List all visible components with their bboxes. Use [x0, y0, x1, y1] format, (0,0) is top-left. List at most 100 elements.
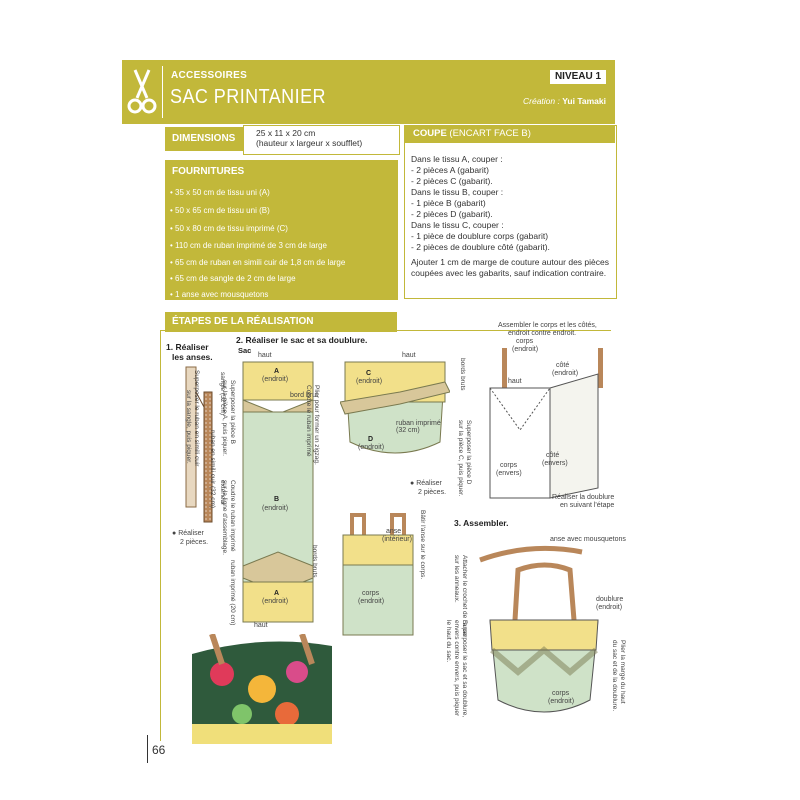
credit-prefix: Création : [523, 96, 563, 106]
label-endroit-b: (endroit) [262, 505, 289, 512]
coupe-line: Dans le tissu B, couper : [411, 187, 504, 197]
header-divider [162, 66, 163, 118]
coudre-ruban-label: Coudre le ruban imprimé [229, 480, 236, 552]
label-doublure: doublure [596, 596, 624, 603]
fourniture-item: • 50 x 80 cm de tissu imprimé (C) [170, 224, 288, 233]
fourniture-item: • 35 x 50 cm de tissu uni (A) [170, 188, 270, 197]
label-anse: anse [386, 528, 402, 535]
label-haut-c: haut [402, 352, 416, 359]
label-endroit-doublure: (endroit) [596, 604, 623, 611]
coupe-line: Ajouter 1 cm de marge de couture autour … [411, 257, 609, 267]
bag-photo [192, 634, 332, 744]
corps-anse-illustration [342, 513, 414, 636]
page-number-rule [147, 735, 148, 763]
label-haut: haut [258, 352, 272, 359]
label-piece-a: A [274, 368, 280, 375]
level-badge: NIVEAU 1 [550, 70, 606, 84]
assembled-box-illustration [489, 348, 603, 499]
du-sac-label: du sac et de la doublure. [611, 640, 618, 712]
realiser-2-a: ● Réaliser [172, 530, 204, 537]
step1-title-a: 1. Réaliser [166, 342, 209, 352]
ruban-simili-label: ruban en simili cuir (32 cm) [209, 430, 216, 509]
fourniture-item: • 50 x 65 cm de tissu uni (B) [170, 206, 270, 215]
pieces-cd-illustration [340, 361, 450, 454]
bag-panel-illustration [242, 361, 314, 623]
coupe-line: - 2 pièces A (gabarit) [411, 165, 489, 175]
strap-illustration [185, 366, 213, 523]
bords-bruts-label: bords bruts [311, 545, 318, 578]
final-bag-illustration [479, 545, 599, 713]
label-ruban-32: ruban imprimé(32 cm) [396, 420, 441, 434]
en-suivant-label: en suivant l'étape [560, 502, 615, 509]
assembler-corps-label: Assembler le corps et les côtés, [498, 322, 597, 329]
label-envers-cote: (envers) [542, 460, 568, 467]
sur-anneaux-label: sur les anneaux. [453, 555, 460, 603]
label-endroit-a2: (endroit) [262, 598, 289, 605]
fournitures-box [165, 160, 398, 300]
label-corps-envers: corps [500, 462, 518, 469]
realiser-2-a-text: Réaliser [178, 530, 204, 537]
label-haut-bottom: haut [254, 622, 268, 629]
header-bar [122, 60, 615, 124]
coupe-line: Dans le tissu C, couper : [411, 220, 504, 230]
ruban-20-label: ruban imprimé (20 cm) [229, 560, 236, 626]
label-haut-box: haut [508, 378, 522, 385]
anse-mousquetons-label: anse avec mousquetons [550, 536, 626, 543]
label-endroit-corps: (endroit) [358, 598, 385, 605]
realiser-2-b: 2 pièces. [180, 539, 209, 546]
coupe-line: Dans le tissu A, couper : [411, 154, 503, 164]
dimensions-line2: (hauteur x largeur x soufflet) [256, 138, 363, 148]
batir-anse-label: Bâtir l'anse sur le corps. [419, 510, 426, 580]
step3-title: 3. Assembler. [454, 518, 509, 528]
page-title: SAC PRINTANIER [170, 86, 326, 108]
credit-line: Création : Yui Tamaki [452, 96, 606, 106]
coupe-line: coupées avec les gabarits, sauf indicati… [411, 268, 607, 278]
coupe-line: - 2 pièces de doublure côté (gabarit). [411, 242, 550, 252]
sur-piece-a-label: sur la pièce A, puis piquer. [221, 380, 228, 456]
label-corps-top: corps [516, 338, 534, 345]
superposer-ruban-label: Superposer le ruban en simili cuir [193, 370, 200, 467]
label-piece-a2: A [274, 590, 280, 597]
label-envers-corps: (envers) [496, 470, 522, 477]
coupe-title-rest: (ENCART FACE B) [446, 128, 531, 139]
scissors-icon [127, 69, 157, 114]
coupe-title-bold: COUPE [413, 128, 447, 139]
label-corps-final: corps [552, 690, 570, 697]
dimensions-text: 25 x 11 x 20 cm (hauteur x largeur x sou… [256, 128, 362, 148]
dimensions-box [243, 125, 400, 155]
step2-sub: Sac [238, 346, 252, 355]
fourniture-item: • 65 cm de sangle de 2 cm de large [170, 274, 296, 283]
fourniture-item: • 65 cm de ruban en simili cuir de 1,8 c… [170, 258, 346, 267]
sur-c-label: sur la pièce C, puis piquer. [457, 420, 464, 497]
step1-title-b: les anses. [172, 352, 213, 362]
dimensions-label: DIMENSIONS [165, 127, 250, 151]
coudre-ruban-label-2: Coudre le ruban imprimé [305, 385, 312, 457]
etapes-header [165, 312, 397, 332]
category-label: ACCESSOIRES [171, 70, 248, 81]
credit-name: Yui Tamaki [562, 96, 606, 106]
coupe-line: - 2 pièces C (gabarit). [411, 176, 493, 186]
coupe-line: - 1 pièce de doublure corps (gabarit) [411, 231, 549, 241]
label-cote-top: côté [556, 362, 570, 369]
endroit-contre-endroit-label: endroit contre endroit. [508, 330, 577, 337]
etapes-title: ÉTAPES DE LA RÉALISATION [172, 316, 314, 327]
plier-marge-label: Plier la marge du haut [619, 640, 626, 704]
superposer-d-label: Superposer la pièce D [465, 420, 472, 485]
label-piece-c: C [366, 370, 372, 377]
coupe-line: - 1 pièce B (gabarit) [411, 198, 486, 208]
label-endroit-top: (endroit) [512, 346, 539, 353]
label-endroit-d: (endroit) [358, 444, 385, 451]
label-endroit-final: (endroit) [548, 698, 575, 705]
ligne-assemblage-label: sur la ligne d'assemblage. [221, 480, 228, 555]
label-endroit-cote: (endroit) [552, 370, 579, 377]
step2-title: 2. Réaliser le sac et sa doublure. [236, 335, 368, 345]
superposer-b-label: Superposer la pièce B [229, 380, 236, 444]
coupe-line: - 2 pièces D (gabarit). [411, 209, 493, 219]
label-endroit-c: (endroit) [356, 378, 383, 385]
former-zigzag-label: Plier pour former un zigzag. [313, 385, 320, 465]
realiser-2-cd-text: Réaliser [416, 480, 442, 487]
label-bord-brut: bord brut [290, 392, 319, 399]
label-endroit: (endroit) [262, 376, 289, 383]
label-corps: corps [362, 590, 380, 597]
